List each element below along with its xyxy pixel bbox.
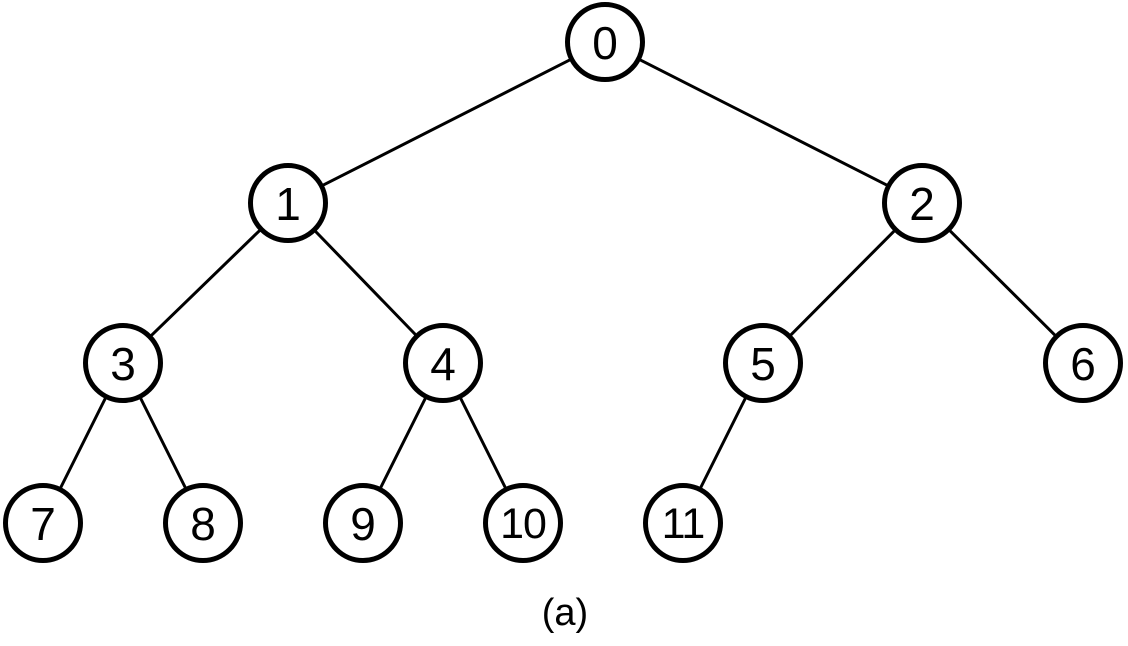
tree-node-label-10: 10 <box>500 500 546 548</box>
tree-edge-1-4 <box>314 229 417 337</box>
tree-node-label-5: 5 <box>750 338 776 390</box>
tree-node-4[interactable]: 4 <box>403 323 483 403</box>
tree-edge-layer <box>59 58 1057 489</box>
tree-node-9[interactable]: 9 <box>323 483 403 563</box>
tree-edge-5-11 <box>699 397 747 489</box>
tree-node-label-7: 7 <box>30 498 56 550</box>
tree-node-label-0: 0 <box>592 17 618 69</box>
tree-node-11[interactable]: 11 <box>643 483 723 563</box>
tree-node-circle-9 <box>323 483 403 563</box>
tree-node-label-1: 1 <box>275 178 301 230</box>
tree-node-8[interactable]: 8 <box>163 483 243 563</box>
tree-node-1[interactable]: 1 <box>248 163 328 243</box>
tree-node-circle-7 <box>3 483 83 563</box>
tree-node-circle-2 <box>882 163 962 243</box>
tree-node-7[interactable]: 7 <box>3 483 83 563</box>
tree-edge-3-8 <box>139 397 187 489</box>
tree-node-circle-0 <box>565 2 645 82</box>
tree-node-label-8: 8 <box>190 498 216 550</box>
tree-node-circle-3 <box>83 323 163 403</box>
tree-node-label-11: 11 <box>662 500 705 548</box>
tree-node-layer: 0 1 2 3 4 5 6 7 8 9 10 11 <box>3 2 1123 563</box>
tree-node-5[interactable]: 5 <box>723 323 803 403</box>
tree-node-6[interactable]: 6 <box>1043 323 1123 403</box>
tree-node-label-6: 6 <box>1070 338 1096 390</box>
tree-edge-0-1 <box>322 58 571 187</box>
tree-edge-3-7 <box>59 397 107 489</box>
tree-edge-2-5 <box>789 229 896 337</box>
tree-node-10[interactable]: 10 <box>483 483 563 563</box>
tree-node-2[interactable]: 2 <box>882 163 962 243</box>
tree-edge-0-2 <box>639 58 888 187</box>
tree-node-label-2: 2 <box>909 178 935 230</box>
tree-node-circle-5 <box>723 323 803 403</box>
tree-node-circle-11 <box>643 483 723 563</box>
tree-node-label-4: 4 <box>430 338 456 390</box>
tree-node-3[interactable]: 3 <box>83 323 163 403</box>
tree-edge-2-6 <box>948 229 1057 337</box>
tree-edge-4-9 <box>379 397 427 489</box>
tree-edge-1-3 <box>149 229 262 337</box>
tree-node-label-9: 9 <box>350 498 376 550</box>
tree-node-circle-1 <box>248 163 328 243</box>
tree-node-circle-4 <box>403 323 483 403</box>
tree-node-0[interactable]: 0 <box>565 2 645 82</box>
tree-node-circle-6 <box>1043 323 1123 403</box>
tree-node-label-3: 3 <box>110 338 136 390</box>
tree-edge-4-10 <box>459 397 507 489</box>
figure-caption: (a) <box>542 592 588 634</box>
tree-node-circle-8 <box>163 483 243 563</box>
tree-node-circle-10 <box>483 483 563 563</box>
